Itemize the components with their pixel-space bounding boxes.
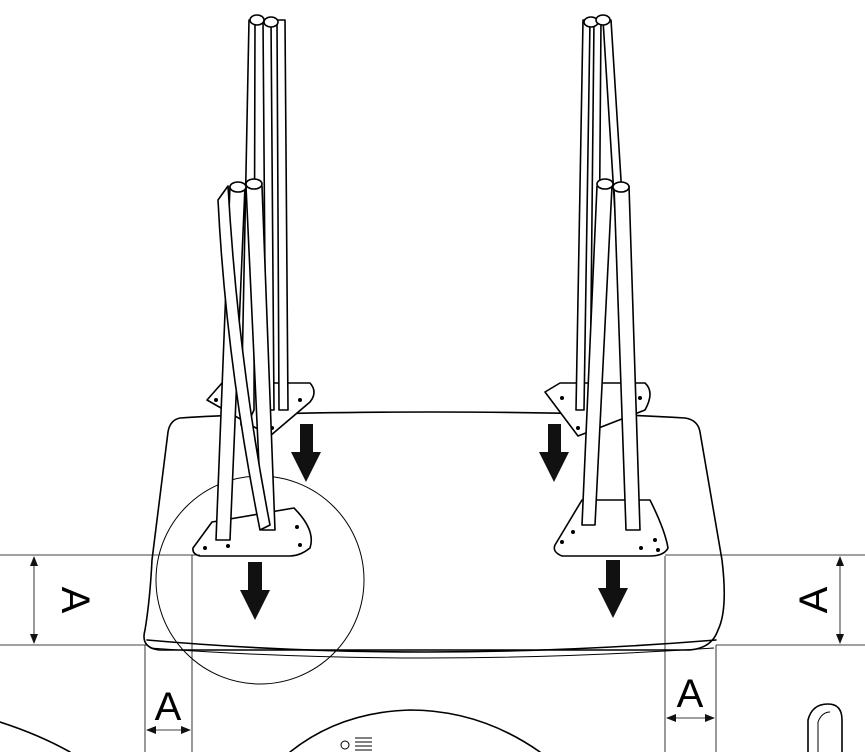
screw-hole: [214, 398, 218, 402]
screw-hole: [298, 543, 302, 547]
screw-hole: [203, 546, 207, 550]
partial-figure-right: [807, 703, 843, 752]
screw-hole: [653, 538, 657, 542]
screw-hole: [576, 426, 580, 430]
dimension-label-left: A: [53, 587, 97, 614]
rod-end: [229, 181, 247, 193]
dimension-arrowhead: [836, 556, 844, 566]
arrow-down-back-right: [539, 424, 569, 482]
dimension-arrowhead: [705, 714, 715, 722]
table-top-edge: [146, 639, 717, 653]
rod: [575, 19, 591, 411]
arrows: [240, 424, 628, 620]
leg-front-left: [192, 178, 313, 557]
dimension-arrowhead: [30, 556, 38, 566]
rod-end: [595, 14, 611, 26]
screw-hole: [226, 544, 230, 548]
partial-figures-bottom: [0, 703, 843, 752]
rod: [276, 19, 289, 411]
dimension-arrowhead: [666, 714, 676, 722]
table-top: [143, 411, 726, 659]
rod-end: [612, 181, 630, 193]
partial-circle-center: [289, 709, 541, 752]
screw-hole: [560, 396, 564, 400]
screw-hole: [638, 396, 642, 400]
arrow-down-front-right: [598, 560, 628, 618]
arrow-down-back-left: [291, 424, 321, 482]
dimension-arrowhead: [146, 726, 156, 734]
leg-front-right: [553, 178, 669, 557]
dimension-arrowhead: [30, 634, 38, 644]
screw-hole: [295, 525, 299, 529]
rod-end: [596, 178, 614, 190]
dimension-label-bottom-left: A: [155, 685, 182, 729]
partial-circle-left: [0, 721, 71, 752]
table-top-edge-inner: [149, 647, 715, 659]
rod: [217, 185, 271, 531]
partial-detail-icon: [340, 740, 350, 750]
table-top-outline: [143, 411, 726, 651]
screw-hole: [571, 530, 575, 534]
rod: [613, 185, 641, 531]
screw-hole: [639, 546, 643, 550]
partial-figure-right-inner: [817, 711, 831, 752]
dimension-arrowhead: [836, 634, 844, 644]
screw-hole: [298, 398, 302, 402]
rod-end: [263, 16, 279, 28]
screw-hole: [656, 548, 660, 552]
arrow-down-front-left: [240, 562, 270, 620]
dimension-arrowhead: [181, 726, 191, 734]
screw-hole: [560, 540, 564, 544]
rod-end: [249, 14, 265, 26]
dimension-label-bottom-right: A: [677, 672, 704, 716]
rod-end: [245, 178, 263, 190]
mounting-plate-front-right: [553, 499, 669, 557]
mounting-plate-front-left: [192, 507, 313, 557]
dimension-label-right: A: [792, 586, 836, 613]
dimension-lines: [0, 554, 865, 752]
